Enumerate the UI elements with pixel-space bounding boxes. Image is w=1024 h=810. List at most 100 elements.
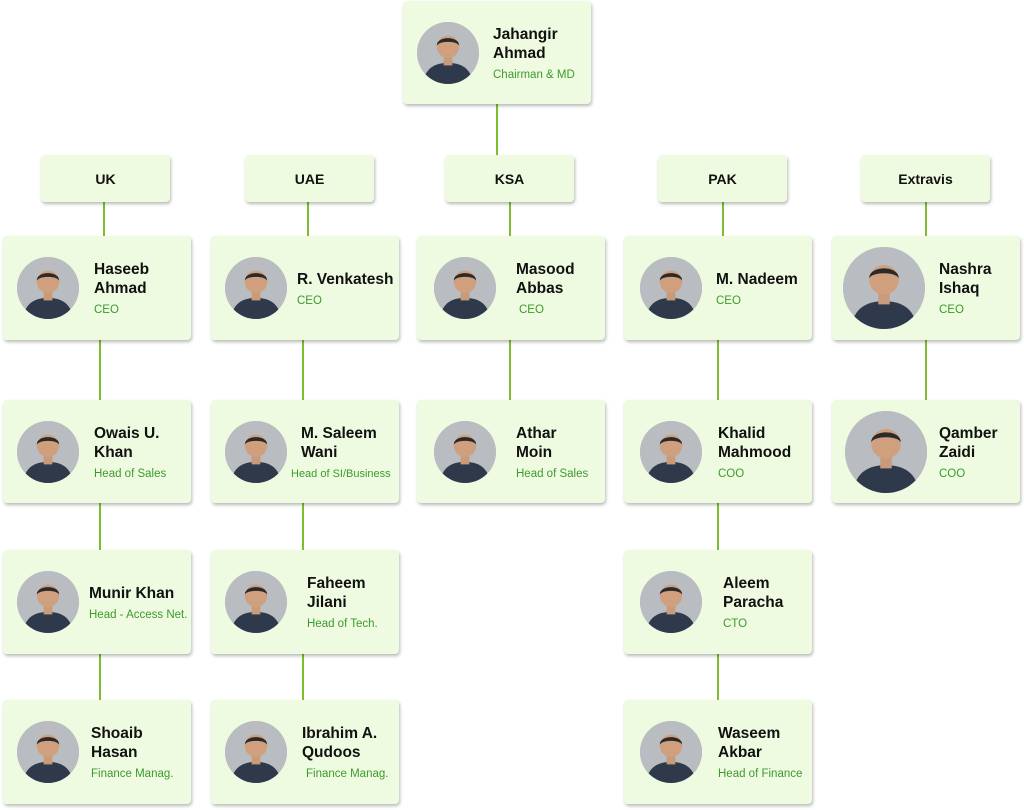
person-title: Head of Finance: [718, 768, 803, 780]
person-title: COO: [939, 467, 966, 480]
card-uae-ceo: R. Venkatesh CEO: [211, 236, 399, 340]
person-title: CEO: [716, 294, 741, 307]
person-name: Aleem: [723, 575, 770, 592]
person-silhouette-icon: [225, 257, 287, 319]
avatar: [640, 721, 702, 783]
person-silhouette-icon: [640, 257, 702, 319]
avatar: [434, 420, 496, 483]
person-name: Wani: [301, 443, 338, 461]
card-uk-finance-manager: Shoaib Hasan Finance Manag.: [3, 700, 191, 804]
person-name: Ahmad: [493, 44, 546, 62]
person-name: Qamber: [939, 424, 998, 442]
avatar: [17, 420, 79, 483]
person-silhouette-icon: [640, 721, 702, 783]
person-name: M. Saleem: [301, 424, 377, 442]
person-name: Hasan: [91, 744, 138, 761]
avatar: [17, 257, 79, 319]
card-extravis-coo: Qamber Zaidi COO: [832, 400, 1020, 503]
card-uk-head-access-net: Munir Khan Head - Access Net.: [3, 550, 191, 654]
person-name: Paracha: [723, 594, 784, 611]
person-name: Haseeb: [94, 261, 150, 278]
person-silhouette-icon: [17, 721, 79, 783]
person-name: M. Nadeem: [716, 270, 798, 288]
person-name: Munir Khan: [89, 584, 175, 602]
card-uk-head-of-sales: Owais U. Khan Head of Sales: [3, 400, 191, 503]
person-title: Head of Sales: [516, 467, 589, 480]
card-uk-ceo: Haseeb Ahmad CEO: [3, 236, 191, 340]
card-extravis-ceo: Nashra Ishaq CEO: [832, 236, 1020, 340]
avatar: [17, 571, 79, 633]
person-silhouette-icon: [640, 420, 702, 483]
region-label-ksa: KSA: [445, 155, 574, 202]
person-name: Mahmood: [718, 443, 792, 461]
region-label-uk: UK: [41, 155, 170, 202]
avatar: [640, 257, 702, 319]
person-title: CTO: [723, 618, 748, 630]
card-ksa-head-of-sales: Athar Moin Head of Sales: [417, 400, 605, 503]
card-chairman: Jahangir Ahmad Chairman & MD: [403, 1, 591, 104]
person-name: Ibrahim A.: [302, 725, 378, 742]
person-title: Finance Manag.: [306, 768, 389, 780]
person-title: Head of Tech.: [307, 618, 378, 630]
person-silhouette-icon: [17, 420, 79, 483]
person-name: Zaidi: [939, 443, 976, 461]
avatar: [640, 420, 702, 483]
person-title: CEO: [94, 304, 119, 316]
person-name: Qudoos: [302, 744, 361, 761]
person-name: Waseem: [718, 725, 781, 742]
person-name: Owais U.: [94, 424, 160, 442]
person-silhouette-icon: [434, 257, 496, 319]
person-silhouette-icon: [640, 571, 702, 633]
person-silhouette-icon: [225, 721, 287, 783]
avatar: [640, 571, 702, 633]
person-title: Head of SI/Business: [291, 467, 391, 480]
person-name: R. Venkatesh: [297, 270, 394, 288]
person-silhouette-icon: [225, 571, 287, 633]
person-silhouette-icon: [434, 420, 496, 483]
card-pak-cto: Aleem Paracha CTO: [624, 550, 812, 654]
avatar: [417, 21, 479, 84]
avatar: [434, 257, 496, 319]
avatar: [843, 247, 925, 329]
region-label-extravis: Extravis: [861, 155, 990, 202]
avatar: [225, 571, 287, 633]
person-name: Ahmad: [94, 280, 147, 297]
card-pak-head-of-finance: Waseem Akbar Head of Finance: [624, 700, 812, 804]
avatar: [225, 721, 287, 783]
person-name: Faheem: [307, 575, 366, 592]
person-silhouette-icon: [417, 21, 479, 84]
person-title: CEO: [297, 294, 322, 307]
person-name: Athar: [516, 424, 557, 442]
person-name: Jahangir: [493, 25, 558, 43]
person-name: Moin: [516, 443, 553, 461]
card-uae-head-tech: Faheem Jilani Head of Tech.: [211, 550, 399, 654]
person-title: CEO: [939, 304, 964, 316]
avatar: [845, 410, 927, 493]
person-name: Shoaib: [91, 725, 143, 742]
card-uae-finance-manager: Ibrahim A. Qudoos Finance Manag.: [211, 700, 399, 804]
person-title: Head - Access Net.: [89, 608, 188, 621]
person-name: Nashra: [939, 261, 992, 278]
person-silhouette-icon: [845, 410, 927, 493]
person-title: Finance Manag.: [91, 768, 174, 780]
person-name: Akbar: [718, 744, 762, 761]
avatar: [225, 257, 287, 319]
card-pak-coo: Khalid Mahmood COO: [624, 400, 812, 503]
person-name: Jilani: [307, 594, 347, 611]
person-silhouette-icon: [17, 571, 79, 633]
card-pak-ceo: M. Nadeem CEO: [624, 236, 812, 340]
avatar: [17, 721, 79, 783]
card-uae-head-si-business: M. Saleem Wani Head of SI/Business: [211, 400, 399, 503]
person-title: Head of Sales: [94, 467, 167, 480]
card-ksa-ceo: Masood Abbas CEO: [417, 236, 605, 340]
person-name: Masood: [516, 261, 575, 278]
region-label-pak: PAK: [658, 155, 787, 202]
region-label-uae: UAE: [245, 155, 374, 202]
person-silhouette-icon: [225, 420, 287, 483]
person-silhouette-icon: [17, 257, 79, 319]
person-name: Khan: [94, 443, 133, 461]
person-title: Chairman & MD: [493, 68, 575, 81]
avatar: [225, 420, 287, 483]
person-title: COO: [718, 467, 745, 480]
